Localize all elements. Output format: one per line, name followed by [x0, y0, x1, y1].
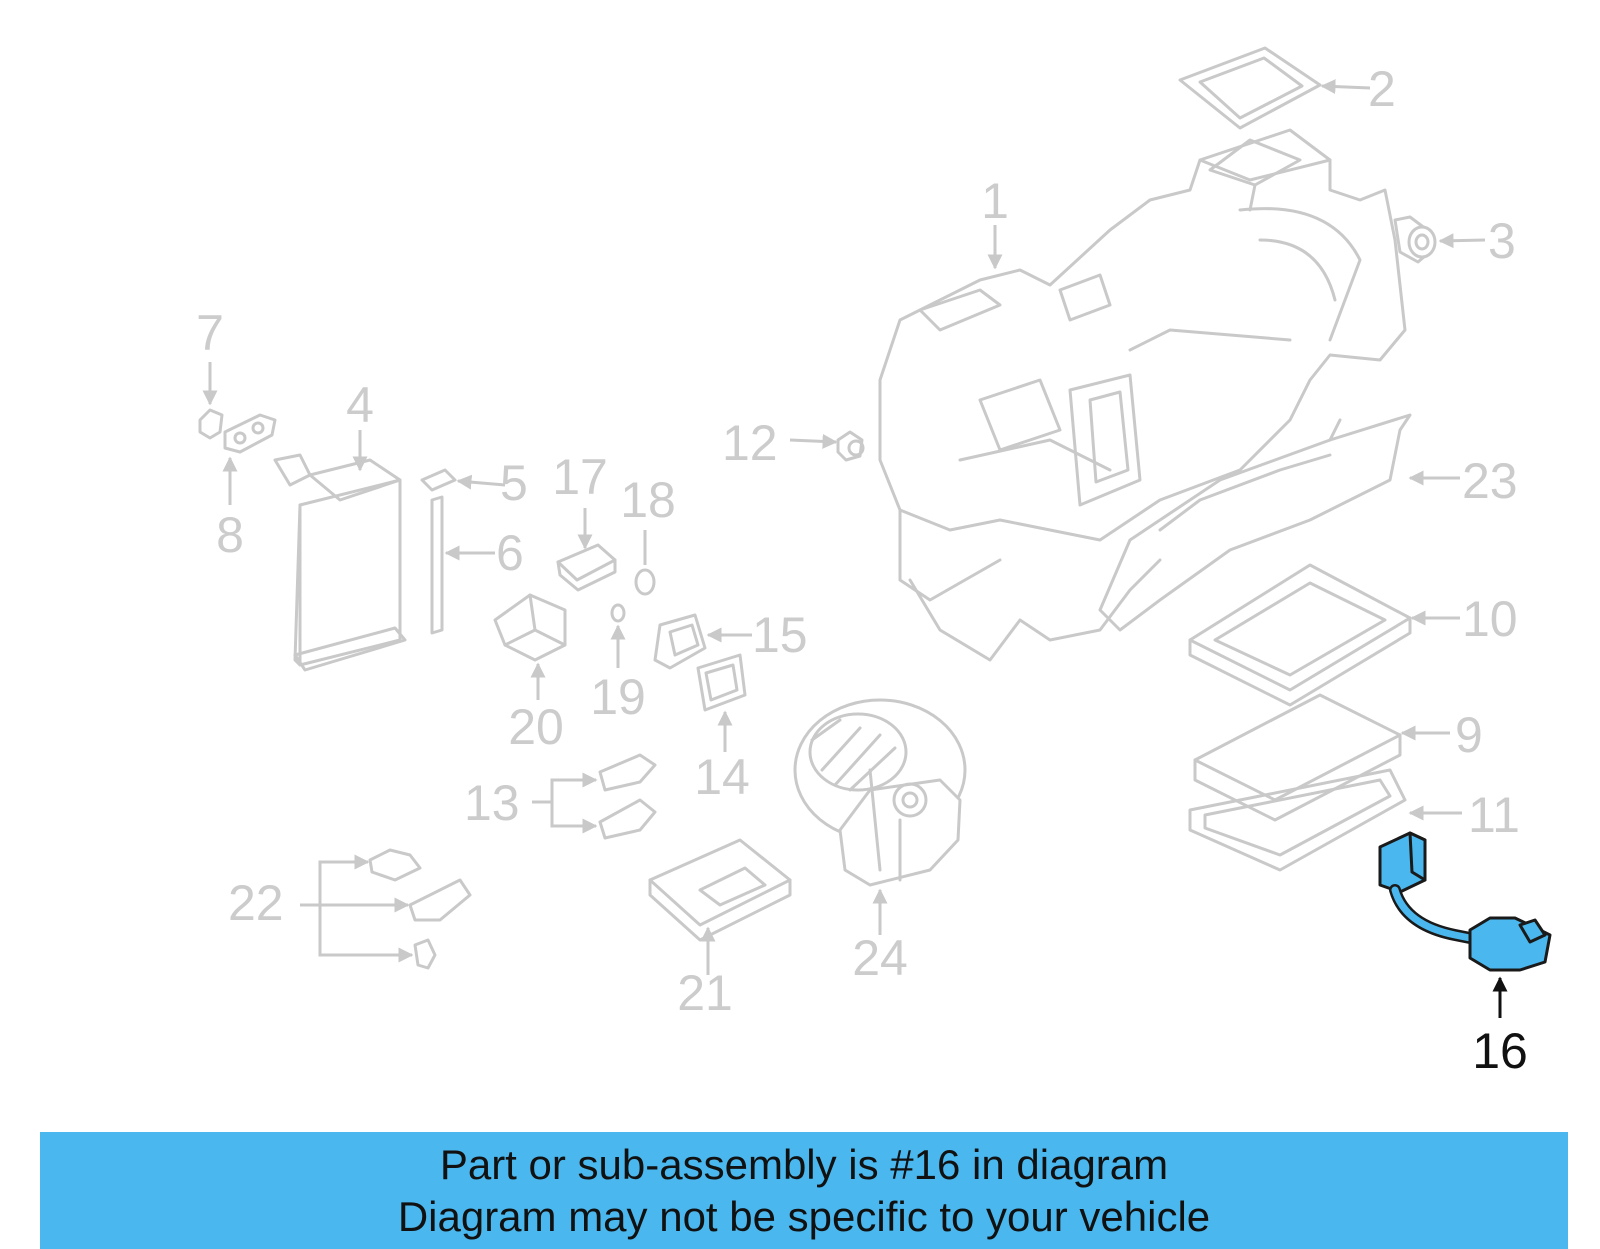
callout-7: 7 — [196, 305, 224, 361]
part-17-actuator — [556, 508, 617, 592]
callout-1: 1 — [981, 173, 1009, 229]
part-15-bracket — [653, 613, 752, 670]
callout-13: 13 — [464, 775, 520, 831]
callout-22: 22 — [228, 875, 284, 931]
callout-6: 6 — [496, 525, 524, 581]
part-19-clip — [610, 603, 626, 668]
part-21-tray — [648, 838, 792, 975]
part-9-filter — [1193, 693, 1450, 822]
part-13-brackets — [532, 753, 657, 840]
callout-19: 19 — [590, 669, 646, 725]
part-5-clip — [420, 468, 506, 492]
part-14-filter — [696, 653, 747, 752]
callout-23: 23 — [1462, 453, 1518, 509]
callout-15: 15 — [752, 607, 808, 663]
part-3-plug — [1393, 215, 1486, 264]
callout-5: 5 — [500, 455, 528, 511]
callout-17: 17 — [552, 449, 608, 505]
part-16-wiring-harness — [1378, 831, 1552, 1018]
part-8-plate — [222, 413, 277, 505]
part-24-blower-motor — [793, 698, 967, 935]
callout-8: 8 — [216, 507, 244, 563]
part-7-clip — [198, 362, 224, 440]
part-6-seal — [430, 495, 495, 635]
callout-11: 11 — [1468, 787, 1520, 843]
callout-10: 10 — [1462, 591, 1518, 647]
callout-16-highlighted: 16 — [1472, 1023, 1528, 1079]
part-12-grommet — [789, 430, 865, 462]
info-banner: Part or sub-assembly is #16 in diagram D… — [40, 1132, 1568, 1249]
part-11-housing — [1188, 768, 1462, 872]
callout-21: 21 — [677, 965, 733, 1021]
part-4-heater-core — [273, 430, 407, 672]
part-22-fasteners — [300, 848, 472, 970]
part-20-housing — [493, 593, 567, 700]
callout-2: 2 — [1368, 61, 1396, 117]
part-23-duct — [1098, 413, 1460, 632]
part-18-o-ring — [634, 530, 656, 596]
callout-12: 12 — [722, 415, 778, 471]
part-10-filter-frame — [1188, 563, 1460, 707]
callout-9: 9 — [1455, 707, 1483, 763]
callout-20: 20 — [508, 699, 564, 755]
part-1-hvac-case — [878, 128, 1407, 662]
callout-24: 24 — [852, 930, 908, 986]
part-2-gasket — [1178, 46, 1371, 130]
callout-3: 3 — [1488, 213, 1516, 269]
callout-18: 18 — [620, 472, 676, 528]
banner-line-2: Diagram may not be specific to your vehi… — [397, 1192, 1211, 1240]
banner-line-1: Part or sub-assembly is #16 in diagram — [439, 1140, 1169, 1188]
callout-4: 4 — [346, 377, 374, 433]
callout-14: 14 — [694, 749, 750, 805]
